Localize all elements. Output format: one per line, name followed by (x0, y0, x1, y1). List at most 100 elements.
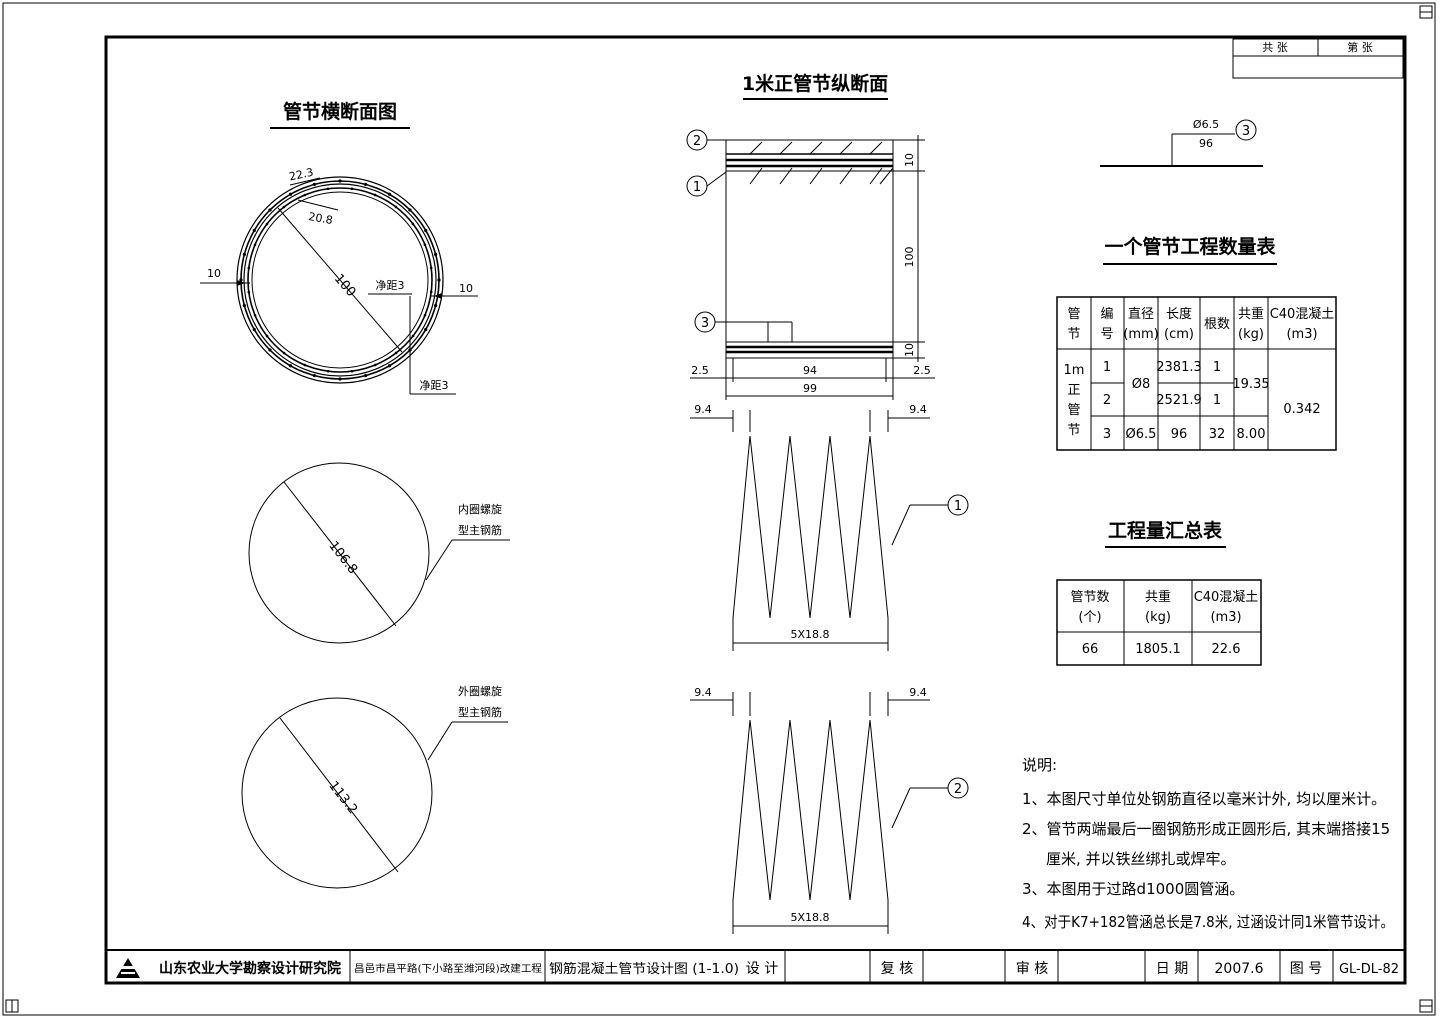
spiral2-pitch: 5X18.8 (790, 911, 829, 924)
mark-3-callout: 3 (694, 311, 726, 333)
rebar-dot (394, 351, 398, 355)
summary-table-header: (个) (1078, 610, 1101, 625)
spiral1-dim-left: 9.4 (694, 403, 712, 416)
quantity-table (1056, 296, 1337, 451)
notes-heading: 说明: (1022, 756, 1057, 774)
note-4: 4、对于K7+182管涵总长是7.8米, 过涵设计同1米管节设计。 (1022, 913, 1394, 931)
drawing-no-label: 图 号 (1290, 961, 1322, 977)
mark-2-callout: 2 (686, 129, 726, 151)
summary-table-headers: 管节数(个)共重(kg)C40混凝土(m3) (1070, 589, 1258, 625)
rebar-dot (423, 243, 427, 247)
outer-spiral-circle (241, 697, 433, 889)
quantity-table-header: C40混凝土 (1270, 306, 1335, 322)
qt-row1-count: 1 (1213, 360, 1221, 375)
rebar-dot (326, 369, 330, 373)
bar3-mark: 3 (1242, 124, 1250, 139)
dim-94: 94 (803, 364, 817, 377)
rebar-dot (364, 374, 368, 378)
dim-10-bottom: 10 (903, 343, 916, 357)
height-dimensions (893, 135, 925, 362)
summary-weight: 1805.1 (1135, 642, 1181, 657)
clear-spacing-b: 净距3 (420, 378, 449, 392)
spiral-zigzag (732, 719, 889, 901)
width-dimensions (690, 358, 935, 400)
total-sheets-label: 共 张 (1262, 41, 1288, 54)
qt-row2-count: 1 (1213, 393, 1221, 408)
rebar-dot (326, 187, 330, 191)
rebar-dot (288, 192, 293, 196)
rebar-dots (239, 179, 441, 381)
rebar-dot (303, 193, 307, 197)
dim-2-5-left: 2.5 (691, 364, 709, 377)
qt-row3-length: 96 (1171, 427, 1188, 442)
svg-text:2: 2 (954, 782, 962, 797)
drawing-frame (104, 35, 1407, 985)
rebar-dot (411, 222, 415, 226)
rebar-dot (253, 313, 257, 317)
dim-99: 99 (803, 382, 817, 395)
outer-spiral-diameter: 113.2 (325, 779, 360, 818)
pipe-type-label: 正 (1067, 383, 1080, 398)
quantity-table-header: 号 (1100, 327, 1113, 342)
hatch-mark (869, 141, 883, 155)
rebar-dot (350, 187, 354, 191)
rebar-dot (429, 266, 433, 270)
qt-row3-weight: 8.00 (1237, 427, 1266, 442)
rebar-dot (387, 192, 392, 196)
quantity-table-header: 共重 (1238, 306, 1264, 322)
longitudinal-title: 1米正管节纵断面 (742, 72, 888, 95)
spiral2-mark-callout: 2 (891, 777, 969, 829)
spiral1-dim-right: 9.4 (909, 403, 927, 416)
clear-spacing-a: 净距3 (376, 278, 405, 292)
summary-table-header: 共重 (1145, 589, 1171, 605)
rebar-dot (265, 222, 269, 226)
quantity-table-header: (mm) (1123, 327, 1158, 342)
qt-row2-length: 2521.9 (1156, 393, 1202, 408)
rebar-dot (338, 377, 342, 381)
rebar-dot (253, 243, 257, 247)
quantity-table-header: (m3) (1286, 327, 1317, 342)
pipe-longitudinal-section (725, 139, 894, 359)
inner-spiral-diameter: 106.8 (325, 539, 360, 578)
qt-row3-diameter: Ø6.5 (1126, 427, 1157, 442)
pipe-type-label: 1m (1064, 363, 1085, 378)
hatch-mark (809, 167, 823, 185)
rebar-dot (242, 304, 246, 308)
qt-row1-length: 2381.3 (1156, 360, 1202, 375)
drawing-no: GL-DL-82 (1339, 962, 1399, 977)
spiral-zigzag (732, 435, 889, 619)
rebar-dot (252, 327, 256, 332)
quantity-table-header: 直径 (1128, 307, 1154, 322)
rebar-dot (424, 327, 428, 332)
outer-spiral-label-2: 型主钢筋 (458, 705, 502, 719)
quantity-table-header: 长度 (1166, 306, 1192, 322)
rebar-dot (364, 182, 368, 186)
hatch-mark (809, 141, 823, 155)
dim-20-8: 20.8 (307, 210, 333, 227)
bar3-diameter: Ø6.5 (1193, 118, 1219, 131)
pipe-type-label: 管 (1067, 403, 1080, 418)
qt-row1-no: 1 (1103, 360, 1111, 375)
rebar-dot (437, 278, 441, 282)
quantity-table-header: (cm) (1164, 327, 1194, 342)
spiral-bar-1 (690, 410, 930, 651)
quantity-table-title: 一个管节工程数量表 (1104, 235, 1276, 258)
summary-concrete: 22.6 (1212, 642, 1241, 657)
institute-name: 山东农业大学勘察设计研究院 (159, 960, 341, 977)
hatch-mark (869, 167, 883, 185)
sheet-counter: 共 张 第 张 (1232, 38, 1404, 79)
rebar-dot (373, 363, 377, 367)
inner-spiral-label-1: 内圈螺旋 (458, 502, 502, 516)
sheet-number-label: 第 张 (1347, 40, 1373, 54)
svg-text:3: 3 (701, 316, 709, 331)
qt-weight-merged: 19.35 (1232, 377, 1269, 392)
bar-3-detail: Ø6.5 96 3 (1100, 118, 1263, 167)
dim-10-top: 10 (903, 153, 916, 167)
dim-2-5-right: 2.5 (913, 364, 931, 377)
svg-text:2: 2 (693, 134, 701, 149)
rebar-dot (303, 363, 307, 367)
mark-1-callout: 1 (686, 171, 727, 197)
rebar-dot (338, 179, 342, 183)
